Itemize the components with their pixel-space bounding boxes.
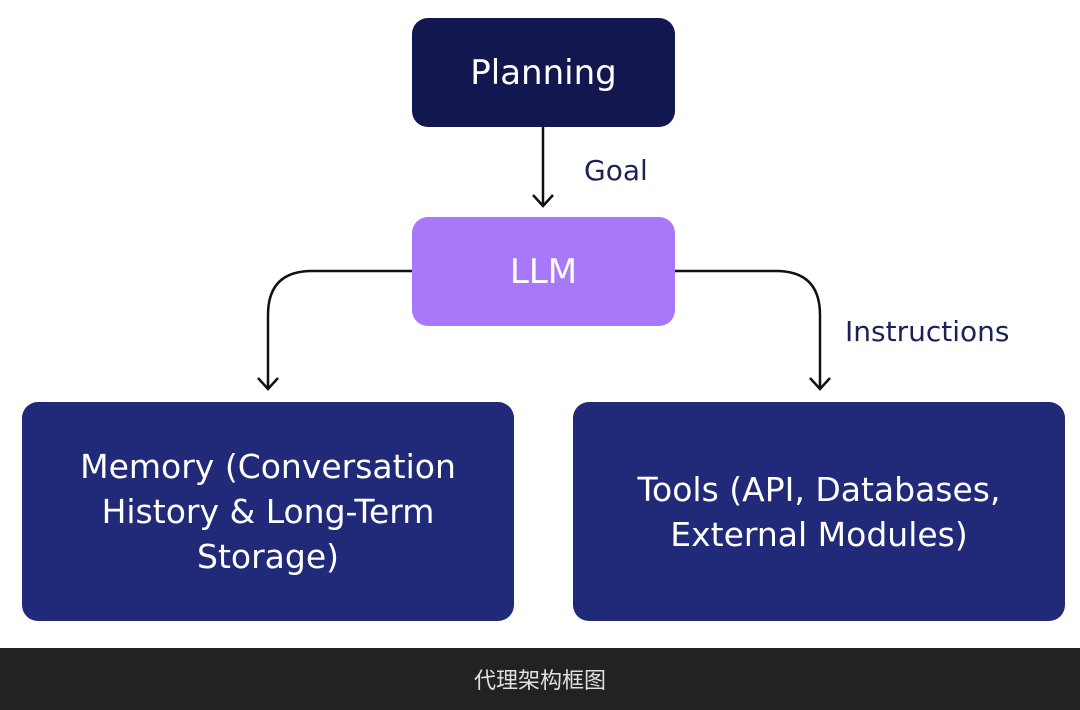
llm-node-label: LLM — [509, 251, 578, 292]
memory-node-label: Memory (Conversation History & Long-Term… — [80, 447, 456, 576]
caption-bar: 代理架构框图 — [0, 648, 1080, 710]
arrowhead-planning-to-llm — [532, 194, 554, 208]
arrow-llm-to-tools — [675, 269, 822, 388]
tools-node-label: Tools (API, Databases, External Modules) — [637, 469, 1001, 554]
arrowhead-llm-to-tools — [809, 377, 831, 391]
planning-node: Planning — [412, 18, 675, 127]
memory-node: Memory (Conversation History & Long-Term… — [22, 402, 514, 621]
instructions-edge-label: Instructions — [845, 315, 1010, 348]
llm-node: LLM — [412, 217, 675, 326]
planning-node-label: Planning — [470, 52, 617, 93]
tools-node: Tools (API, Databases, External Modules) — [573, 402, 1065, 621]
diagram-edges — [257, 127, 831, 391]
arrow-llm-to-memory — [266, 269, 412, 388]
agent-architecture-diagram: Planning Goal LLM Instructions Memory (C… — [22, 18, 1065, 621]
arrowhead-llm-to-memory — [257, 377, 279, 391]
goal-edge-label: Goal — [584, 154, 648, 187]
figure-caption: 代理架构框图 — [473, 669, 606, 694]
